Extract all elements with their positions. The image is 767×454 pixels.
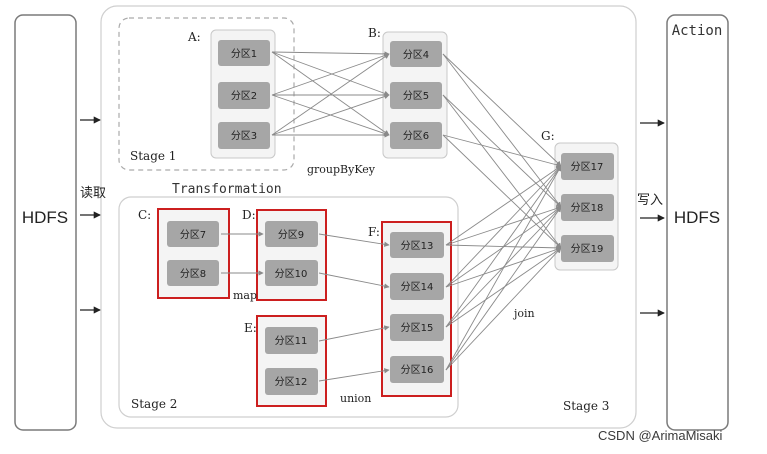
partition-3: 分区3 <box>218 122 270 149</box>
partition-6-label: 分区6 <box>403 130 429 142</box>
edge-p15-p19 <box>445 247 562 328</box>
right-hdfs-label: HDFS <box>674 208 720 227</box>
watermark: CSDN @ArimaMisaki <box>598 428 723 443</box>
partition-6: 分区6 <box>390 122 442 149</box>
stage2-label: Stage 2 <box>131 397 177 411</box>
partition-15: 分区15 <box>390 314 444 341</box>
map-label: map <box>233 289 257 302</box>
rdd-g-label: G: <box>541 129 555 143</box>
stage3-label: Stage 3 <box>563 399 609 413</box>
partition-13-label: 分区13 <box>401 240 434 252</box>
edge-p1-p6 <box>271 51 390 136</box>
stage1-box <box>118 17 295 171</box>
rdd-f-label: F: <box>368 225 380 239</box>
partition-17: 分区17 <box>561 153 614 180</box>
partition-16: 分区16 <box>390 356 444 383</box>
edge-p10-p14 <box>318 272 390 289</box>
edge-p14-p17 <box>445 165 562 288</box>
partition-5-label: 分区5 <box>403 90 429 102</box>
left-hdfs-box <box>14 14 77 431</box>
partition-9: 分区9 <box>265 221 318 247</box>
right-hdfs-box <box>666 14 729 431</box>
read-label: 读取 <box>80 185 106 200</box>
partition-11: 分区11 <box>265 327 318 354</box>
partition-15-label: 分区15 <box>401 322 434 334</box>
rdd-b-label: B: <box>368 26 381 40</box>
edge-p16-p18 <box>445 206 562 371</box>
map-edges <box>221 231 264 276</box>
union-edges <box>318 233 390 382</box>
groupbykey-edges <box>271 51 390 138</box>
partition-18: 分区18 <box>561 194 614 221</box>
partition-7-label: 分区7 <box>180 229 206 241</box>
left-hdfs-label: HDFS <box>22 208 68 227</box>
partition-10-label: 分区10 <box>275 268 308 280</box>
groupbykey-label: groupByKey <box>307 163 376 176</box>
edge-p1-p4 <box>271 51 390 57</box>
partition-4: 分区4 <box>390 41 442 67</box>
stage1-label: Stage 1 <box>130 149 176 163</box>
partition-19: 分区19 <box>561 235 614 262</box>
partition-8: 分区8 <box>167 260 219 286</box>
edge-p5-p19 <box>442 94 562 249</box>
partition-4-label: 分区4 <box>403 49 429 61</box>
edge-p1-p5 <box>271 51 390 96</box>
partition-19-label: 分区19 <box>571 243 604 255</box>
edge-p12-p16 <box>318 368 390 382</box>
edge-p4-p18 <box>442 53 562 208</box>
rdd-e-label: E: <box>244 321 257 335</box>
stage2-box <box>118 196 459 418</box>
join-edges <box>442 53 562 371</box>
join-label: join <box>512 307 535 320</box>
rdd-d-label: D: <box>242 208 256 222</box>
partition-18-label: 分区18 <box>571 202 604 214</box>
partition-17-label: 分区17 <box>571 161 604 173</box>
edge-p2-p4 <box>271 53 390 96</box>
partition-9-label: 分区9 <box>278 229 304 241</box>
action-label: Action <box>672 23 723 39</box>
transformation-label: Transformation <box>172 182 282 197</box>
edge-p5-p18 <box>442 94 562 208</box>
partition-3-label: 分区3 <box>231 130 257 142</box>
partition-7: 分区7 <box>167 221 219 247</box>
partition-1: 分区1 <box>218 40 270 66</box>
edge-p3-p5 <box>271 93 390 136</box>
edge-p16-p19 <box>445 247 562 371</box>
edge-p4-p17 <box>442 53 562 167</box>
rdd-c-label: C: <box>138 208 151 222</box>
partition-10: 分区10 <box>265 260 318 286</box>
partition-2-label: 分区2 <box>231 90 257 102</box>
edge-p6-p17 <box>442 134 562 168</box>
partition-14-label: 分区14 <box>401 281 434 293</box>
union-label: union <box>340 392 371 405</box>
partition-12: 分区12 <box>265 368 318 395</box>
partition-12-label: 分区12 <box>275 376 308 388</box>
rdd-a-label: A: <box>187 30 201 44</box>
edge-p15-p17 <box>445 165 562 328</box>
partition-5: 分区5 <box>390 82 442 109</box>
partition-11-label: 分区11 <box>275 335 308 347</box>
edge-p9-p13 <box>318 233 390 247</box>
edge-p11-p15 <box>318 325 390 342</box>
partition-2: 分区2 <box>218 82 270 109</box>
partition-14: 分区14 <box>390 273 444 300</box>
partition-8-label: 分区8 <box>180 268 206 280</box>
partition-1-label: 分区1 <box>231 48 257 60</box>
edge-p6-p19 <box>442 134 562 249</box>
edge-p13-p17 <box>445 165 562 246</box>
partition-16-label: 分区16 <box>401 364 434 376</box>
partition-13: 分区13 <box>390 232 444 258</box>
edge-p15-p18 <box>445 206 562 328</box>
edge-p3-p4 <box>271 53 390 136</box>
edge-p16-p17 <box>445 165 562 371</box>
write-label: 写入 <box>637 192 663 207</box>
